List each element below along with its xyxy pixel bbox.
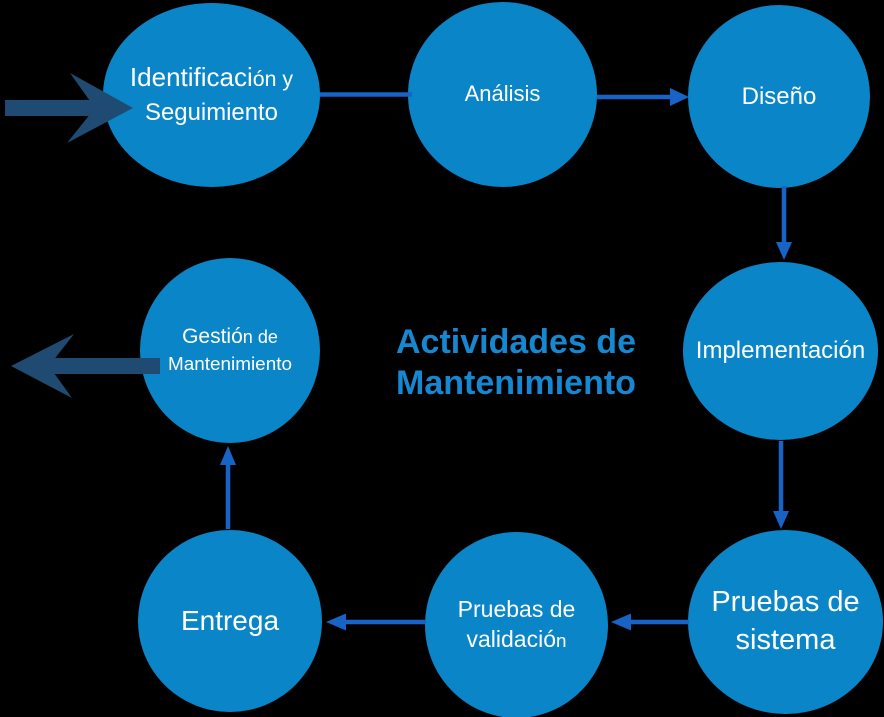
node-label-segment: Gestió: [182, 325, 243, 349]
diagram-title-line2: Mantenimiento: [396, 364, 636, 403]
node-label-segment: Entrega: [180, 604, 280, 636]
node-entrega: Entrega: [138, 530, 322, 712]
node-label-segment: Pruebas de: [457, 596, 576, 623]
node-label-segment: ón y: [252, 67, 294, 92]
node-pruebas-de-sistema: Pruebas de sistema: [688, 530, 883, 714]
node-label-line: Seguimiento: [145, 95, 278, 129]
node-label-segment: n de: [242, 327, 278, 348]
node-label-segment: Diseño: [741, 82, 817, 110]
node-label-line: Análisis: [465, 80, 541, 109]
node-identificacion-y-seguimiento: Identificación y Seguimiento: [103, 3, 320, 187]
node-label-line: Gestión de: [182, 323, 278, 350]
node-label-segment: Análisis: [464, 81, 541, 107]
node-gestion-de-mantenimiento: Gestión de Mantenimiento: [140, 258, 320, 443]
node-diseno: Diseño: [688, 5, 870, 188]
node-label-line: validación: [467, 625, 567, 655]
node-label-segment: Mantenimiento: [168, 354, 292, 376]
node-label-line: Implementación: [696, 335, 865, 366]
node-label-segment: Implementación: [695, 337, 866, 365]
node-label-segment: validació: [466, 626, 557, 652]
node-label-segment: Identificaci: [129, 62, 253, 93]
node-label-line: Mantenimiento: [168, 350, 292, 378]
node-label-segment: n: [556, 630, 567, 651]
node-label-line: sistema: [736, 622, 836, 660]
node-label-line: Diseño: [742, 81, 817, 112]
node-label-line: Pruebas de: [711, 584, 859, 622]
node-label-segment: Pruebas de: [711, 586, 860, 619]
node-implementacion: Implementación: [683, 262, 878, 440]
node-label-segment: Seguimiento: [145, 99, 278, 126]
node-analisis: Análisis: [408, 2, 597, 187]
node-label-segment: sistema: [735, 624, 836, 656]
node-label-line: Pruebas de: [458, 595, 576, 625]
diagram-title-line1: Actividades de: [396, 323, 636, 361]
node-label-line: Entrega: [181, 603, 279, 639]
diagram-title: Actividades de Mantenimiento: [330, 322, 702, 405]
node-label-line: Identificación y: [130, 61, 293, 95]
